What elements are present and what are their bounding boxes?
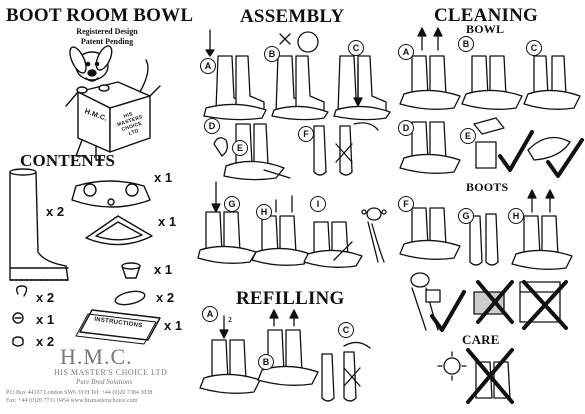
assembly-step-d: D: [204, 118, 220, 134]
qty-boot: x 2: [46, 204, 65, 219]
bowl-icon: [85, 215, 153, 246]
assembly-step-g: G: [224, 196, 240, 212]
tray-icon: [71, 180, 151, 208]
assembly-step-a: A: [200, 58, 216, 74]
registered-design-label: Registered Design: [76, 27, 138, 36]
refilling-title: REFILLING: [236, 288, 345, 309]
cap-icon: [12, 336, 24, 344]
plug-icon: [121, 265, 141, 279]
cleaning-boots-step-f: F: [398, 196, 414, 212]
cleaning-bowl-title: BOWL: [466, 22, 505, 36]
assembly-step-i: I: [310, 196, 326, 212]
cleaning-bowl-step-e: E: [460, 128, 476, 144]
instructions-label: INSTRUCTIONS: [93, 316, 143, 330]
qty-bowl: x 1: [158, 214, 177, 229]
cleaning-boots-step-h: H: [508, 208, 524, 224]
refilling-step-a: A: [202, 306, 218, 322]
screw-icon: [12, 312, 24, 324]
qty-plug: x 1: [154, 262, 173, 277]
qty-pad: x 2: [156, 290, 175, 305]
company-logo: H.M.C.: [60, 344, 133, 369]
box-label-logo: H.M.C.: [83, 108, 109, 123]
cleaning-bowl-step-c: C: [526, 40, 542, 56]
pad-icon: [114, 290, 146, 306]
company-address: P.O.Box 44107 London SW6 3YH Tel: +44 (0…: [6, 390, 153, 396]
assembly-step-h: H: [256, 204, 272, 220]
clip-icon: [15, 285, 28, 297]
contents-title: CONTENTS: [20, 151, 116, 170]
refilling-step-c: C: [338, 322, 354, 338]
cleaning-boots-title: BOOTS: [466, 180, 509, 194]
assembly-step-e: E: [232, 140, 248, 156]
cleaning-bowl-step-b: B: [458, 36, 474, 52]
cleaning-bowl-step-a: A: [398, 44, 414, 60]
qty-cap: x 2: [36, 334, 55, 349]
box-label-company: HIS MASTERS CHOICE LTD: [116, 111, 144, 137]
assembly-step-b: B: [264, 46, 280, 62]
refilling-count-label: 2: [228, 316, 232, 324]
assembly-step-f: F: [298, 126, 314, 142]
boot-icon: [9, 171, 69, 281]
qty-clip: x 2: [36, 290, 55, 305]
assembly-step-c: C: [348, 40, 364, 56]
cleaning-bowl-step-d: D: [398, 120, 414, 136]
company-name: HIS MASTER'S CHOICE LTD: [54, 368, 168, 377]
qty-screw: x 1: [36, 312, 55, 327]
qty-instructions: x 1: [164, 318, 183, 333]
cleaning-care-title: CARE: [462, 332, 500, 347]
company-contact: Fax: +44 (0)20 7731 0454 www.hismastersc…: [6, 398, 138, 404]
cleaning-title: CLEANING: [434, 5, 539, 26]
main-title: BOOT ROOM BOWL: [6, 5, 194, 26]
cleaning-boots-step-g: G: [458, 208, 474, 224]
refilling-step-b: B: [258, 354, 274, 370]
assembly-title: ASSEMBLY: [240, 6, 345, 27]
qty-tray: x 1: [154, 170, 173, 185]
company-tagline: Pure Bred Solutions: [76, 378, 133, 386]
patent-pending-label: Patent Pending: [80, 37, 134, 46]
